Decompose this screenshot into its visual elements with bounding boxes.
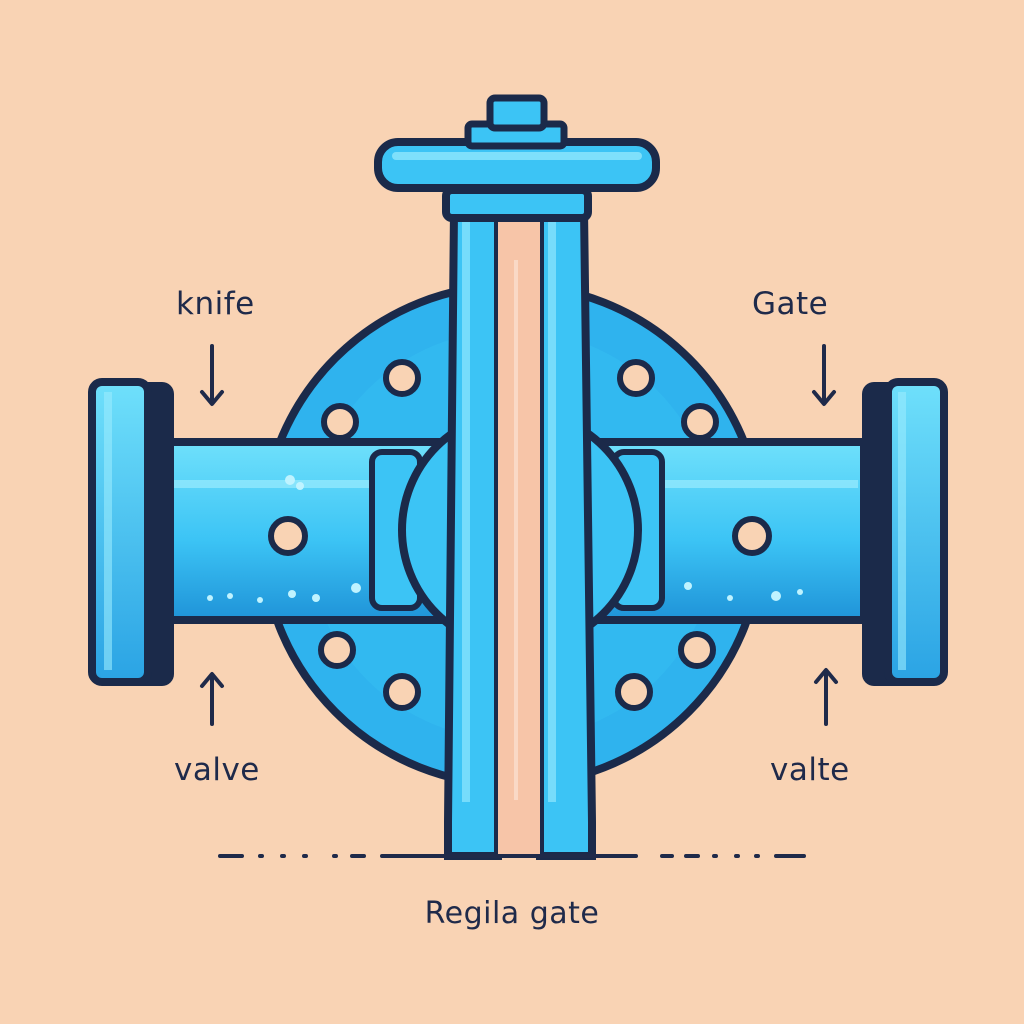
bolt-hole — [681, 403, 719, 441]
right-end-flange — [862, 378, 948, 686]
handwheel — [374, 94, 660, 222]
bolt-hole — [617, 359, 655, 397]
arrow-up-icon — [814, 668, 838, 726]
label-valve: valve — [174, 752, 260, 788]
bolt-hole — [321, 403, 359, 441]
bolt-hole — [383, 359, 421, 397]
diagram-caption: Regila gate — [424, 896, 600, 931]
pipe-bolt-hole — [732, 516, 772, 556]
bolt-hole — [318, 631, 356, 669]
pipe-bolt-hole — [268, 516, 308, 556]
bolt-hole — [383, 673, 421, 711]
label-gate: Gate — [752, 286, 829, 322]
droplet-icon — [207, 475, 803, 603]
arrow-down-icon — [812, 344, 836, 406]
arrow-up-icon — [200, 672, 224, 726]
bolt-hole — [678, 631, 716, 669]
label-knife: knife — [176, 286, 255, 322]
arrow-down-icon — [200, 344, 224, 406]
label-valte: valte — [770, 752, 850, 788]
bolt-hole — [615, 673, 653, 711]
left-end-flange — [88, 378, 174, 686]
valve-stem — [444, 206, 596, 860]
